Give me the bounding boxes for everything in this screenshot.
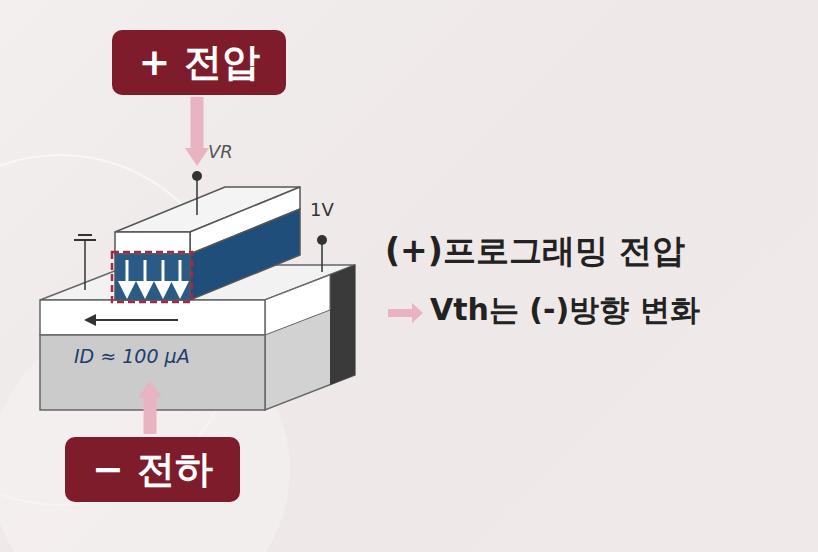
background-disc	[0, 320, 290, 552]
badge-box: − 전하	[65, 437, 240, 502]
result-arrow	[388, 303, 423, 323]
pointer-arrow	[144, 396, 157, 434]
highlight-box	[112, 252, 192, 302]
gate-terminal-dot	[192, 171, 202, 181]
substrate-side	[265, 265, 355, 410]
substrate-side-layer	[265, 275, 330, 335]
pointer-arrowhead	[138, 380, 162, 398]
pointer-arrow	[191, 97, 204, 150]
gate-terminal-wire	[196, 176, 198, 215]
gate-front-upper	[115, 232, 190, 254]
heading-text: (+)프로그래밍 전압	[385, 232, 685, 270]
current-label: ID ≈ 100 μA	[74, 346, 190, 368]
field-arrow	[126, 260, 129, 290]
drain-terminal-dot	[317, 235, 327, 245]
channel-layer	[40, 300, 265, 335]
gate-side-lower	[190, 209, 300, 300]
badge-box: + 전압	[112, 30, 286, 95]
current-arrow	[92, 319, 178, 321]
badge-text: − 전하	[92, 449, 213, 491]
ground-symbol	[74, 239, 96, 241]
field-arrow	[162, 260, 165, 290]
result-text: Vth는 (-)방향 변화	[430, 293, 700, 328]
ground-symbol	[78, 234, 92, 236]
current-arrowhead	[84, 314, 96, 326]
field-arrow	[144, 260, 147, 290]
substrate-side-dark	[330, 265, 355, 385]
gate-front-lower	[115, 254, 190, 300]
field-arrow	[179, 260, 182, 290]
badge-text: + 전압	[138, 42, 259, 84]
ground-wire	[84, 240, 86, 290]
terminal-label: VR	[208, 142, 233, 163]
voltage-label: 1V	[310, 200, 334, 221]
pointer-arrowhead	[185, 148, 209, 166]
